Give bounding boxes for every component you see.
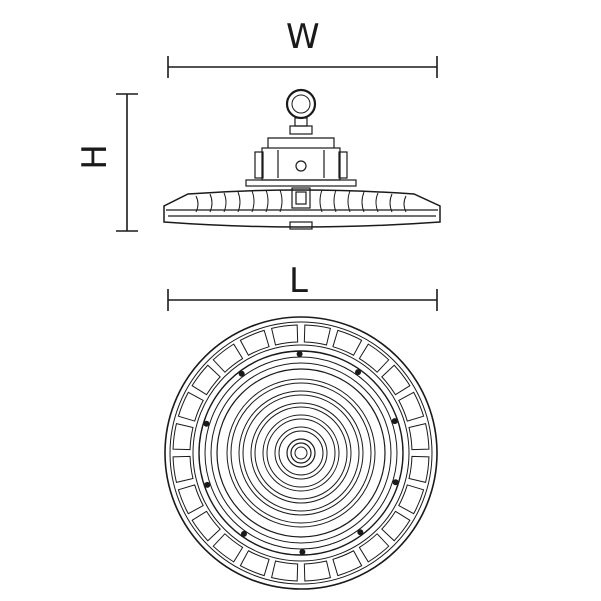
heatsink-slot: [270, 324, 299, 346]
length-dimension-line: [167, 289, 438, 311]
width-dimension-line: [167, 56, 438, 78]
heatsink-slot: [408, 455, 430, 484]
heatsink-slot: [332, 329, 363, 356]
heatsink-slot: [191, 364, 221, 396]
screw: [392, 479, 399, 486]
heatsink-slot: [358, 533, 390, 563]
heatsink-slot: [398, 484, 425, 515]
height-dimension-line: [116, 93, 138, 232]
fixture-side-view: [163, 88, 441, 230]
length-label: L: [289, 261, 308, 301]
heatsink-slot: [191, 510, 221, 542]
heatsink-slot: [270, 560, 299, 582]
heatsink-slot: [239, 550, 270, 577]
mounting-screws: [203, 351, 399, 555]
heatsink-slot: [381, 510, 411, 542]
width-label: W: [286, 17, 320, 57]
heatsink-slots: [172, 324, 430, 582]
heatsink-slot: [332, 550, 363, 577]
fixture-bottom-view: [164, 316, 438, 590]
heatsink-slot: [381, 364, 411, 396]
screw: [238, 370, 245, 377]
heatsink-slot: [303, 324, 332, 346]
screw: [296, 351, 303, 358]
screw: [240, 530, 247, 537]
screw: [203, 420, 210, 427]
screw: [299, 548, 306, 555]
heatsink-slot: [172, 422, 194, 451]
heatsink-slot: [358, 343, 390, 373]
heatsink-slot: [408, 422, 430, 451]
heatsink-slot: [177, 484, 204, 515]
heatsink-slot: [172, 455, 194, 484]
screw: [357, 529, 364, 536]
heatsink-slot: [303, 560, 332, 582]
heatsink-slot: [212, 533, 244, 563]
heatsink-slot: [177, 391, 204, 422]
screw: [204, 481, 211, 488]
screw: [391, 418, 398, 425]
screw: [355, 369, 362, 376]
heatsink-slot: [212, 343, 244, 373]
heatsink-slot: [398, 391, 425, 422]
height-label: H: [75, 144, 115, 170]
heatsink-slot: [239, 329, 270, 356]
